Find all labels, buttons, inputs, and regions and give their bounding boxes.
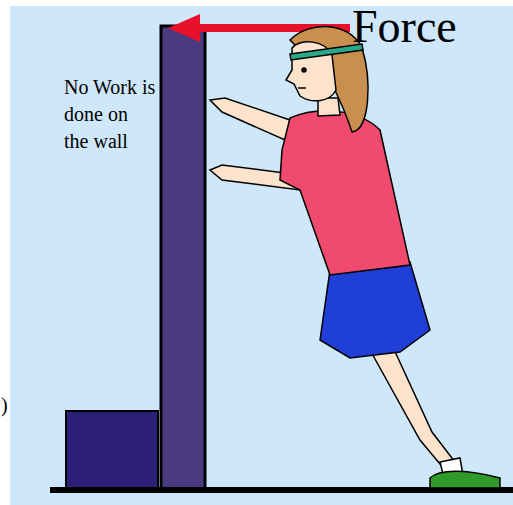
woman-figure bbox=[210, 27, 500, 488]
note-text: No Work is done on the wall bbox=[64, 74, 156, 155]
sky-panel bbox=[10, 6, 513, 505]
wall bbox=[161, 26, 205, 490]
small-block bbox=[66, 411, 158, 490]
force-label: Force bbox=[352, 2, 457, 53]
edge-fragment: ) bbox=[1, 394, 8, 416]
